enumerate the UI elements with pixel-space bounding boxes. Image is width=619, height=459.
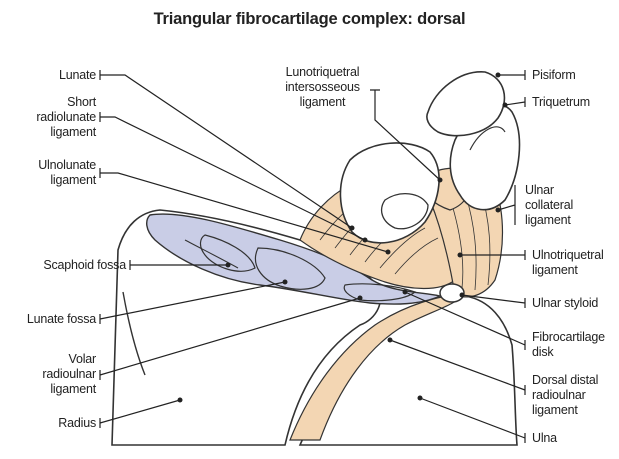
label-short-radiolunate-ligament: Short radiolunate ligament <box>36 95 96 140</box>
label-lunate: Lunate <box>59 68 96 83</box>
label-ulna: Ulna <box>532 431 557 446</box>
label-ulnotriquetral-ligament: Ulnotriquetral ligament <box>532 248 604 278</box>
label-dorsal-distal-radioulnar-ligament: Dorsal distal radioulnar ligament <box>532 373 598 418</box>
diagram-title: Triangular fibrocartilage complex: dorsa… <box>0 10 619 29</box>
label-radius: Radius <box>58 416 96 431</box>
label-pisiform: Pisiform <box>532 68 576 83</box>
label-lunate-fossa: Lunate fossa <box>27 312 96 327</box>
label-ulnar-styloid: Ulnar styloid <box>532 296 598 311</box>
ulnar-styloid-shape <box>440 284 464 302</box>
label-fibrocartilage-disk: Fibrocartilage disk <box>532 330 605 360</box>
label-triquetrum: Triquetrum <box>532 95 590 110</box>
label-ulnar-collateral-ligament: Ulnar collateral ligament <box>525 183 573 228</box>
label-scaphoid-fossa: Scaphoid fossa <box>43 258 126 273</box>
label-volar-radioulnar-ligament: Volar radioulnar ligament <box>42 352 96 397</box>
label-ulnolunate-ligament: Ulnolunate ligament <box>38 158 96 188</box>
label-lunotriquetral-ligament: Lunotriquetral intersosseous ligament <box>275 65 370 110</box>
